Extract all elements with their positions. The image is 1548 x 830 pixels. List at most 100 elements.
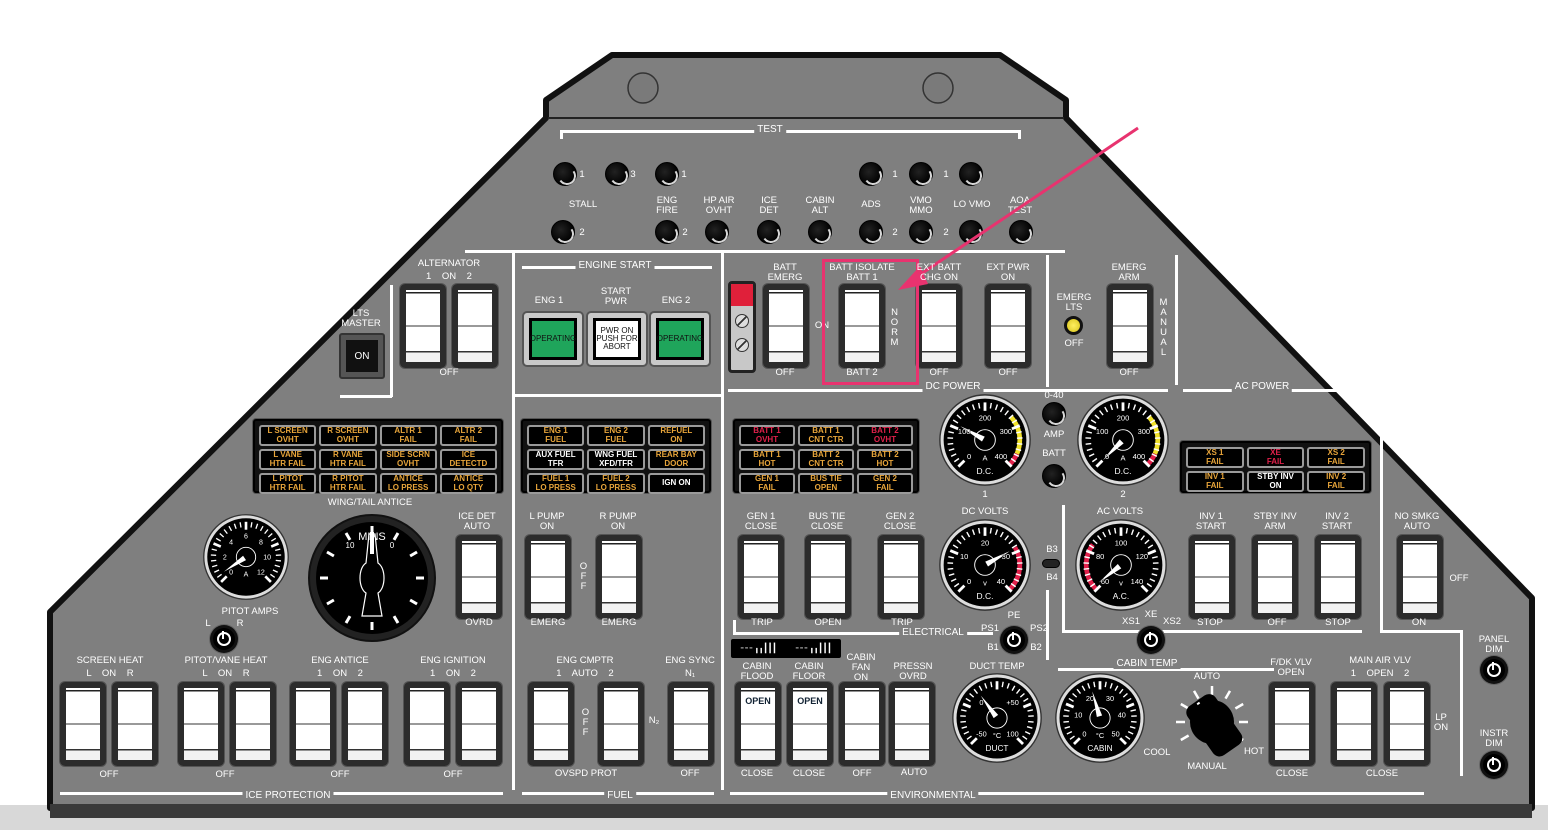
b3-b4-toggle[interactable] — [1042, 559, 1060, 568]
batt-isolate-switch[interactable] — [839, 284, 885, 368]
bus-tie-open: OPEN — [814, 617, 842, 628]
stby-inv-switch[interactable] — [1252, 535, 1298, 619]
screen-heat-l-switch[interactable] — [60, 682, 106, 766]
eng-ignition-2-switch[interactable] — [456, 682, 502, 766]
bus-tie-switch[interactable] — [805, 535, 851, 619]
alternator-title: ALTERNATOR — [417, 258, 481, 269]
gauge-tick — [950, 453, 957, 457]
eng-cmptr-2-switch[interactable] — [598, 682, 644, 766]
test-knob-lo-vmo-top[interactable] — [959, 162, 983, 186]
gauge-tick — [961, 725, 968, 729]
start-pwr-button[interactable]: PWR ON PUSH FOR ABORT — [586, 311, 648, 367]
eng1-start-button[interactable]: OPERATING — [522, 311, 584, 367]
main-air-vlv-1-switch[interactable] — [1331, 682, 1377, 766]
gauge-tick-label: 0 — [967, 577, 971, 586]
xs1-label: XS1 — [1122, 616, 1140, 627]
test-knob-hp-air[interactable] — [705, 220, 729, 244]
pressn-ovrd-switch[interactable] — [889, 682, 935, 766]
gauge-tick — [1125, 527, 1128, 534]
r-pump-emerg: EMERG — [601, 617, 637, 628]
gauge-tick — [1001, 681, 1004, 688]
gauge-tick-label: 100 — [1115, 538, 1128, 547]
eng2-start-button[interactable]: OPERATING — [649, 311, 711, 367]
eng-cmptr-1-switch[interactable] — [528, 682, 574, 766]
screen-heat-r-switch[interactable] — [112, 682, 158, 766]
cabin-fan-switch[interactable] — [839, 682, 885, 766]
annunciator: IGN ON — [647, 473, 705, 494]
panel-dim-knob[interactable] — [1483, 659, 1505, 681]
eng2-status: OPERATING — [656, 318, 704, 360]
gen1-switch[interactable] — [738, 535, 784, 619]
main-air-vlv-close: CLOSE — [1365, 768, 1399, 779]
alternator-2-switch[interactable] — [452, 284, 498, 368]
eng-antice-1-switch[interactable] — [290, 682, 336, 766]
test-knob-eng-fire-1[interactable] — [655, 162, 679, 186]
alternator-1-switch[interactable] — [400, 284, 446, 368]
test-knob-eng-fire-2[interactable] — [655, 220, 679, 244]
test-knob-stall-1[interactable] — [553, 162, 577, 186]
gauge-hub — [1089, 707, 1111, 729]
amp-range-knob[interactable] — [1042, 402, 1066, 426]
eng-cmptr-label: ENG CMPTR — [556, 655, 614, 666]
r-pump-switch[interactable] — [596, 535, 642, 619]
test-knob-ice-det[interactable] — [757, 220, 781, 244]
batt-emerg-switch[interactable] — [763, 284, 809, 368]
pitot-heat-l-switch[interactable] — [178, 682, 224, 766]
gauge-tick — [274, 564, 281, 568]
test-knob-stall-2[interactable] — [551, 220, 575, 244]
highlight-box — [822, 259, 919, 385]
test-knob-cabin-alt[interactable] — [808, 220, 832, 244]
test-knob-stall-3[interactable] — [605, 162, 629, 186]
no-smkg-switch[interactable] — [1397, 535, 1443, 619]
eng-antice-2-switch[interactable] — [342, 682, 388, 766]
cabin-floor-switch[interactable]: OPEN — [787, 682, 833, 766]
eng-sync-switch[interactable] — [668, 682, 714, 766]
main-air-vlv-label: MAIN AIR VLV — [1349, 655, 1411, 666]
wing-antice-timer[interactable]: MINS 10 0 — [307, 513, 437, 643]
fdk-vlv-switch[interactable] — [1269, 682, 1315, 766]
l-pump-switch[interactable] — [525, 535, 571, 619]
main-air-vlv-2-switch[interactable] — [1384, 682, 1430, 766]
gen2-switch[interactable] — [878, 535, 924, 619]
test-knob-ads-1[interactable] — [859, 162, 883, 186]
gauge-tick — [1011, 544, 1018, 549]
test-knob-lo-vmo[interactable] — [959, 220, 983, 244]
ext-pwr-switch[interactable] — [985, 284, 1031, 368]
gauge-tick — [1090, 419, 1097, 424]
pitot-heat-r-switch[interactable] — [230, 682, 276, 766]
dc-volts-selector[interactable] — [1003, 629, 1025, 651]
duct-temp-title: DUCT TEMP — [969, 661, 1025, 672]
test-knob-aoa[interactable] — [1009, 220, 1033, 244]
gauge-tick — [1147, 544, 1154, 549]
pitot-amps-selector[interactable] — [213, 628, 235, 650]
cabin-temp-selector[interactable] — [1162, 682, 1262, 762]
eng-ignition-1-switch[interactable] — [404, 682, 450, 766]
inv2-label: INV 2 START — [1321, 511, 1353, 532]
ac-volts-selector[interactable] — [1140, 629, 1162, 651]
ext-batt-switch[interactable] — [916, 284, 962, 368]
instr-dim-knob[interactable] — [1483, 754, 1505, 776]
flood-indicator-display: ╴╴╴╻╻┃┃┃╴╴╴╻╻┃┃┃ — [731, 639, 841, 658]
test-knob-ads-2[interactable] — [859, 220, 883, 244]
emerg-arm-switch[interactable] — [1107, 284, 1153, 368]
inv1-switch[interactable] — [1189, 535, 1235, 619]
gauge-tick — [948, 448, 955, 452]
gauge-tick-label: 100 — [958, 427, 971, 436]
inv2-switch[interactable] — [1315, 535, 1361, 619]
divider — [560, 130, 563, 139]
test-knob-vmo-2[interactable] — [909, 220, 933, 244]
cabin-flood-switch[interactable]: OPEN — [735, 682, 781, 766]
test-knob-vmo-1[interactable] — [909, 162, 933, 186]
timer-knob[interactable] — [359, 533, 385, 617]
lts-master-button[interactable]: ON — [339, 333, 385, 379]
ice-det-switch[interactable] — [456, 535, 502, 619]
gauge-tick — [950, 578, 957, 582]
cabin-temp-bracket — [1058, 668, 1274, 671]
batt-amp-knob[interactable] — [1042, 464, 1066, 488]
gauge-tick — [255, 523, 259, 529]
temp-tick — [1180, 702, 1190, 710]
batt-emerg-guard[interactable] — [728, 281, 756, 373]
